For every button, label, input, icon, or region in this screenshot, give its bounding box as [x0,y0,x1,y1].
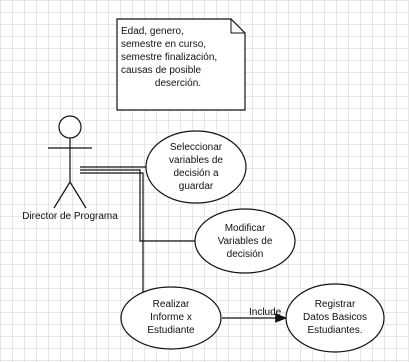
use-case-seleccionar-line-4: guardar [179,181,214,192]
association-modificar [80,169,196,242]
note-line-4: causas de posible [121,65,201,76]
note-fold [230,19,245,34]
include-label: Include [249,307,282,318]
actor-right-leg [69,181,87,209]
use-case-modificar-line-2: Variables de [218,236,273,247]
use-case-realizar-line-1: Realizar [153,299,190,310]
use-case-seleccionar-line-3: decisión a [173,168,218,179]
use-case-registrar-line-2: Datos Basicos [303,312,367,323]
note: Edad, genero, semestre en curso, semestr… [116,18,246,111]
use-case-realizar-line-3: Estudiante [147,325,195,336]
actor[interactable] [48,115,92,209]
use-case-registrar[interactable]: Registrar Datos Basicos Estudiantes. [285,283,385,353]
use-case-registrar-line-1: Registrar [315,299,356,310]
note-line-1: Edad, genero, [121,26,184,37]
use-case-modificar-shape [194,208,296,274]
association-lines [80,166,196,296]
use-case-realizar-shape [120,286,222,350]
note-line-3: semestre finalización, [121,52,217,63]
use-case-seleccionar-line-1: Seleccionar [170,142,223,153]
use-case-realizar[interactable]: Realizar Informe x Estudiante [120,286,222,350]
use-case-seleccionar[interactable]: Seleccionar variables de decisión a guar… [145,130,247,204]
use-case-registrar-shape [285,283,385,353]
use-case-modificar-line-3: decisión [227,249,264,260]
note-line-2: semestre en curso, [121,39,206,50]
actor-head [58,115,82,139]
use-case-modificar[interactable]: Modificar Variables de decisión [194,208,296,274]
use-case-seleccionar-shape [145,130,247,204]
association-realizar [80,172,144,296]
actor-label: Director de Programa [22,211,118,222]
note-line-5: deserción. [155,78,201,89]
use-case-realizar-line-2: Informe x [150,312,192,323]
note-shape [116,18,246,111]
use-case-registrar-line-3: Estudiantes. [307,325,362,336]
actor-left-leg [53,181,71,209]
use-case-seleccionar-line-2: variables de [169,155,223,166]
use-case-modificar-line-1: Modificar [225,223,266,234]
include-relation: Include [222,307,288,323]
